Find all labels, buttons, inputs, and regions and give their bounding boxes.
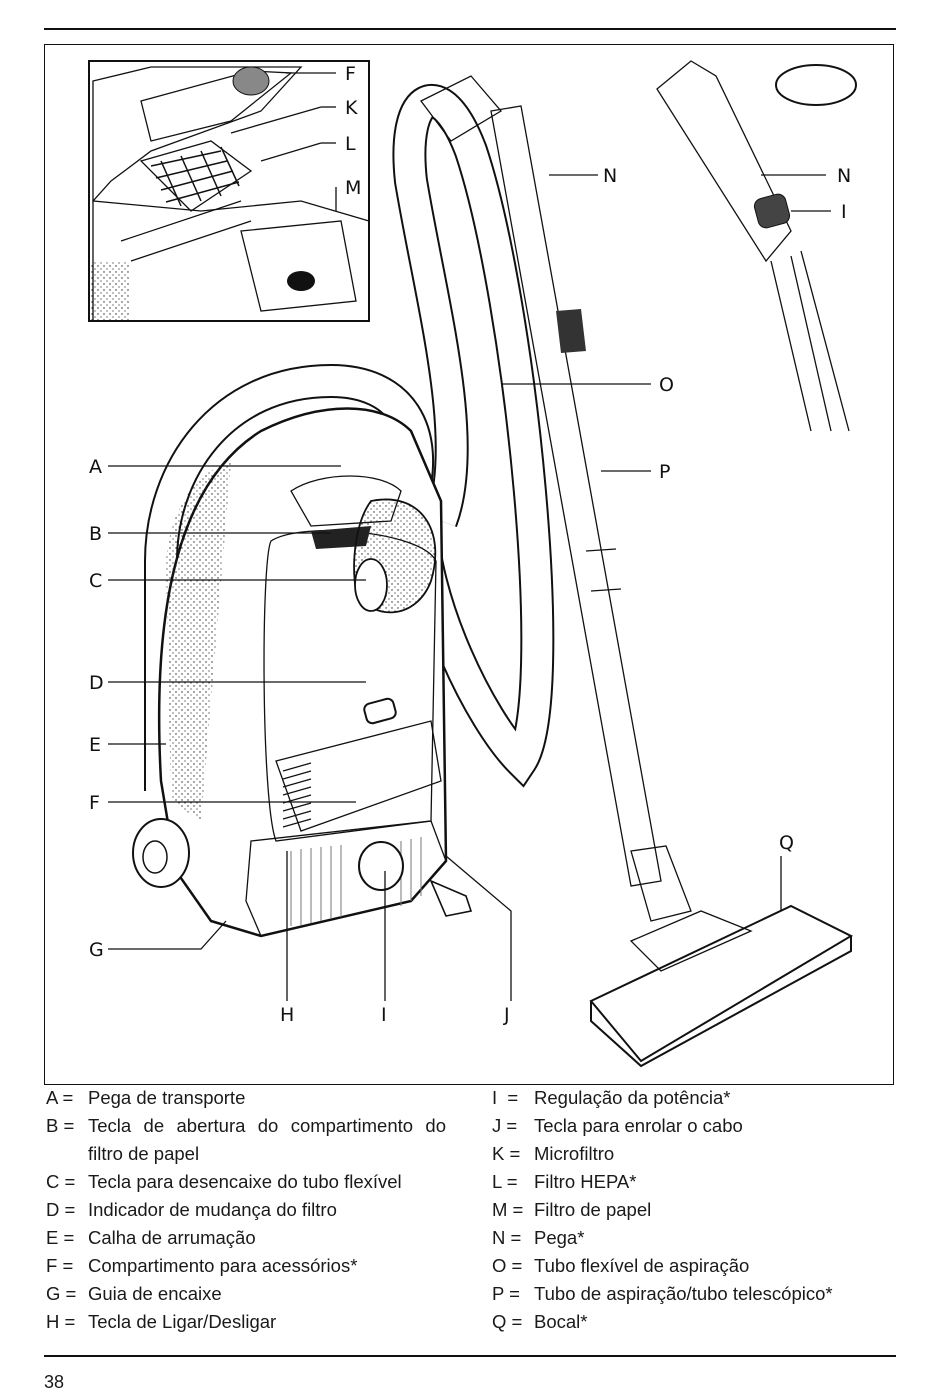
label-G: G [89,939,104,961]
legend-item-K: K = Microfiltro [492,1140,892,1168]
legend-key: Q = [492,1311,523,1332]
handle-detail [656,60,850,432]
telescopic-tube [490,105,692,922]
legend-text: Tubo de aspiração/tubo telescópico* [534,1283,833,1304]
legend-item-F: F = Compartimento para acessórios* [46,1252,446,1280]
label-K: K [345,97,358,119]
label-F: F [89,792,100,814]
legend-right-column: I = Regulação da potência* J = Tecla para … [492,1084,892,1336]
floor-nozzle [589,904,854,1068]
legend-text: Pega de transporte [88,1087,246,1108]
legend-key: A = [46,1087,74,1108]
legend-key: F = [46,1255,74,1276]
label-B: B [89,523,102,545]
legend-item-O: O = Tubo flexível de aspiração [492,1252,892,1280]
legend-key: N = [492,1227,522,1248]
label-L: L [345,133,356,155]
legend-item-H: H = Tecla de Ligar/Desligar [46,1308,446,1336]
label-H: H [280,1004,294,1026]
legend-text: Compartimento para acessórios* [88,1255,358,1276]
label-C: C [89,570,102,592]
legend-key: P = [492,1283,520,1304]
legend-item-D: D = Indicador de mudança do filtro [46,1196,446,1224]
legend-item-Q: Q = Bocal* [492,1308,892,1336]
diagram-svg: F K L M N N I O P A B C D E F G H I J Q [88,60,857,1068]
legend-key: M = [492,1199,524,1220]
legend-key: I = [492,1087,519,1108]
label-N-detail: N [837,165,851,187]
legend-item-G: G = Guia de encaixe [46,1280,446,1308]
filter-compartment-inset [88,60,370,322]
label-I: I [381,1004,387,1026]
legend-text: Microfiltro [534,1143,615,1164]
legend-text: Bocal* [534,1311,588,1332]
legend-text: Tecla para desencaixe do tubo flexível [88,1171,402,1192]
legend-text: Tubo flexível de aspiração [534,1255,750,1276]
label-J: J [503,1004,510,1026]
legend-item-B: B = Tecla de abertura do compartimento do… [46,1112,446,1168]
legend-item-J: J = Tecla para enrolar o cabo [492,1112,892,1140]
legend-item-M: M = Filtro de papel [492,1196,892,1224]
label-E: E [89,734,101,756]
page-number: 38 [44,1372,65,1392]
legend-item-I: I = Regulação da potência* [492,1084,892,1112]
legend-key: B = [46,1115,75,1136]
legend-item-C: C = Tecla para desencaixe do tubo flexíve… [46,1168,446,1196]
legend-text: Filtro HEPA* [534,1171,637,1192]
legend-text: Pega* [534,1227,585,1248]
label-A: A [89,456,102,478]
legend-item-P: P = Tubo de aspiração/tubo telescópico* [492,1280,892,1308]
legend-text: Calha de arrumação [88,1227,256,1248]
leader-lines [108,72,831,1001]
label-I-detail: I [841,201,847,223]
label-M: M [345,177,361,199]
legend-key: G = [46,1283,77,1304]
label-P: P [659,461,670,483]
legend-key: H = [46,1311,76,1332]
legend-text: Indicador de mudança do filtro [88,1199,337,1220]
legend-item-E: E = Calha de arrumação [46,1224,446,1252]
legend-text: Guia de encaixe [88,1283,222,1304]
legend-key: O = [492,1255,523,1276]
legend-text: Tecla para enrolar o cabo [534,1115,743,1136]
label-O: O [659,374,674,396]
legend-text: Regulação da potência* [534,1087,731,1108]
label-Q: Q [779,832,794,854]
legend-key: E = [46,1227,75,1248]
label-N-main: N [603,165,617,187]
bottom-rule [44,1355,896,1357]
legend-left-column: A = Pega de transporte B = Tecla de abertu… [46,1084,446,1336]
legend-key: D = [46,1199,76,1220]
vacuum-cleaner-illustration: F K L M N N I O P A B C D E F G H I J Q [44,44,894,1085]
badge-ellipse [775,64,857,106]
label-F-inset: F [345,63,356,85]
legend-item-N: N = Pega* [492,1224,892,1252]
legend-key: L = [492,1171,518,1192]
legend-text: Tecla de abertura do compartimento do fi… [88,1115,446,1164]
legend-text: Tecla de Ligar/Desligar [88,1311,277,1332]
label-D: D [89,672,104,694]
figure-labels: F K L M N N I O P A B C D E F G H I J Q [89,63,851,1026]
vacuum-body [132,407,473,938]
suction-hose [144,75,555,791]
legend-key: K = [492,1143,521,1164]
legend-key: C = [46,1171,76,1192]
legend-text: Filtro de papel [534,1199,652,1220]
legend-item-L: L = Filtro HEPA* [492,1168,892,1196]
legend-key: J = [492,1115,518,1136]
top-rule [44,28,896,30]
legend-item-A: A = Pega de transporte [46,1084,446,1112]
